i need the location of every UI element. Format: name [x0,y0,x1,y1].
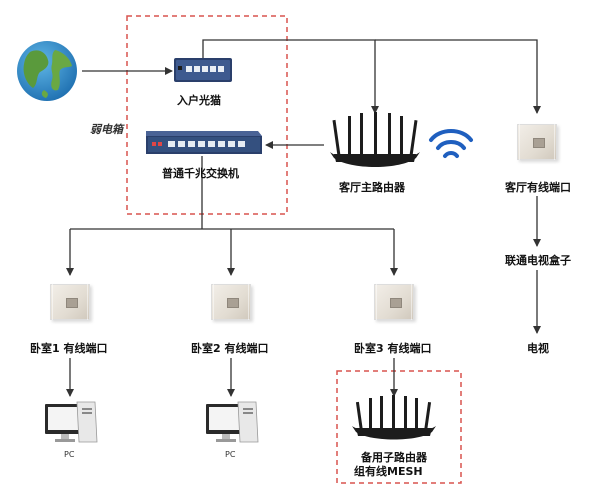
wall-port-icon-living [517,124,557,160]
switch-label: 普通千兆交换机 [162,167,239,180]
room1-port-label: 卧室1 有线端口 [30,342,108,355]
tv-box-label: 联通电视盒子 [505,254,571,267]
room2-port-label: 卧室2 有线端口 [191,342,269,355]
wall-port-icon-room3 [374,284,414,320]
backup-router-icon [352,395,436,440]
pc1-label: PC [64,450,75,459]
modem-icon [174,58,232,82]
wall-port-icon-room2 [211,284,251,320]
backup-router-label-line1: 备用子路由器 [361,451,427,464]
tv-label: 电视 [527,342,549,355]
weak-box-outline [126,15,288,215]
router-icon [330,112,420,167]
main-router-label: 客厅主路由器 [339,181,405,194]
room3-port-label: 卧室3 有线端口 [354,342,432,355]
backup-router-label-line2: 组有线MESH [354,465,423,478]
switch-icon [146,131,262,154]
modem-label: 入户光猫 [177,94,221,107]
wall-port-icon-room1 [50,284,90,320]
backup-router-outline [336,370,462,484]
weak-box-label: 弱电箱 [90,123,123,136]
computer-icon [45,401,98,443]
globe-icon [17,41,77,101]
connectors [66,39,541,397]
pc2-label: PC [225,450,236,459]
computer-icon [206,401,259,443]
wifi-icon [429,129,473,158]
living-port-label: 客厅有线端口 [505,181,571,194]
